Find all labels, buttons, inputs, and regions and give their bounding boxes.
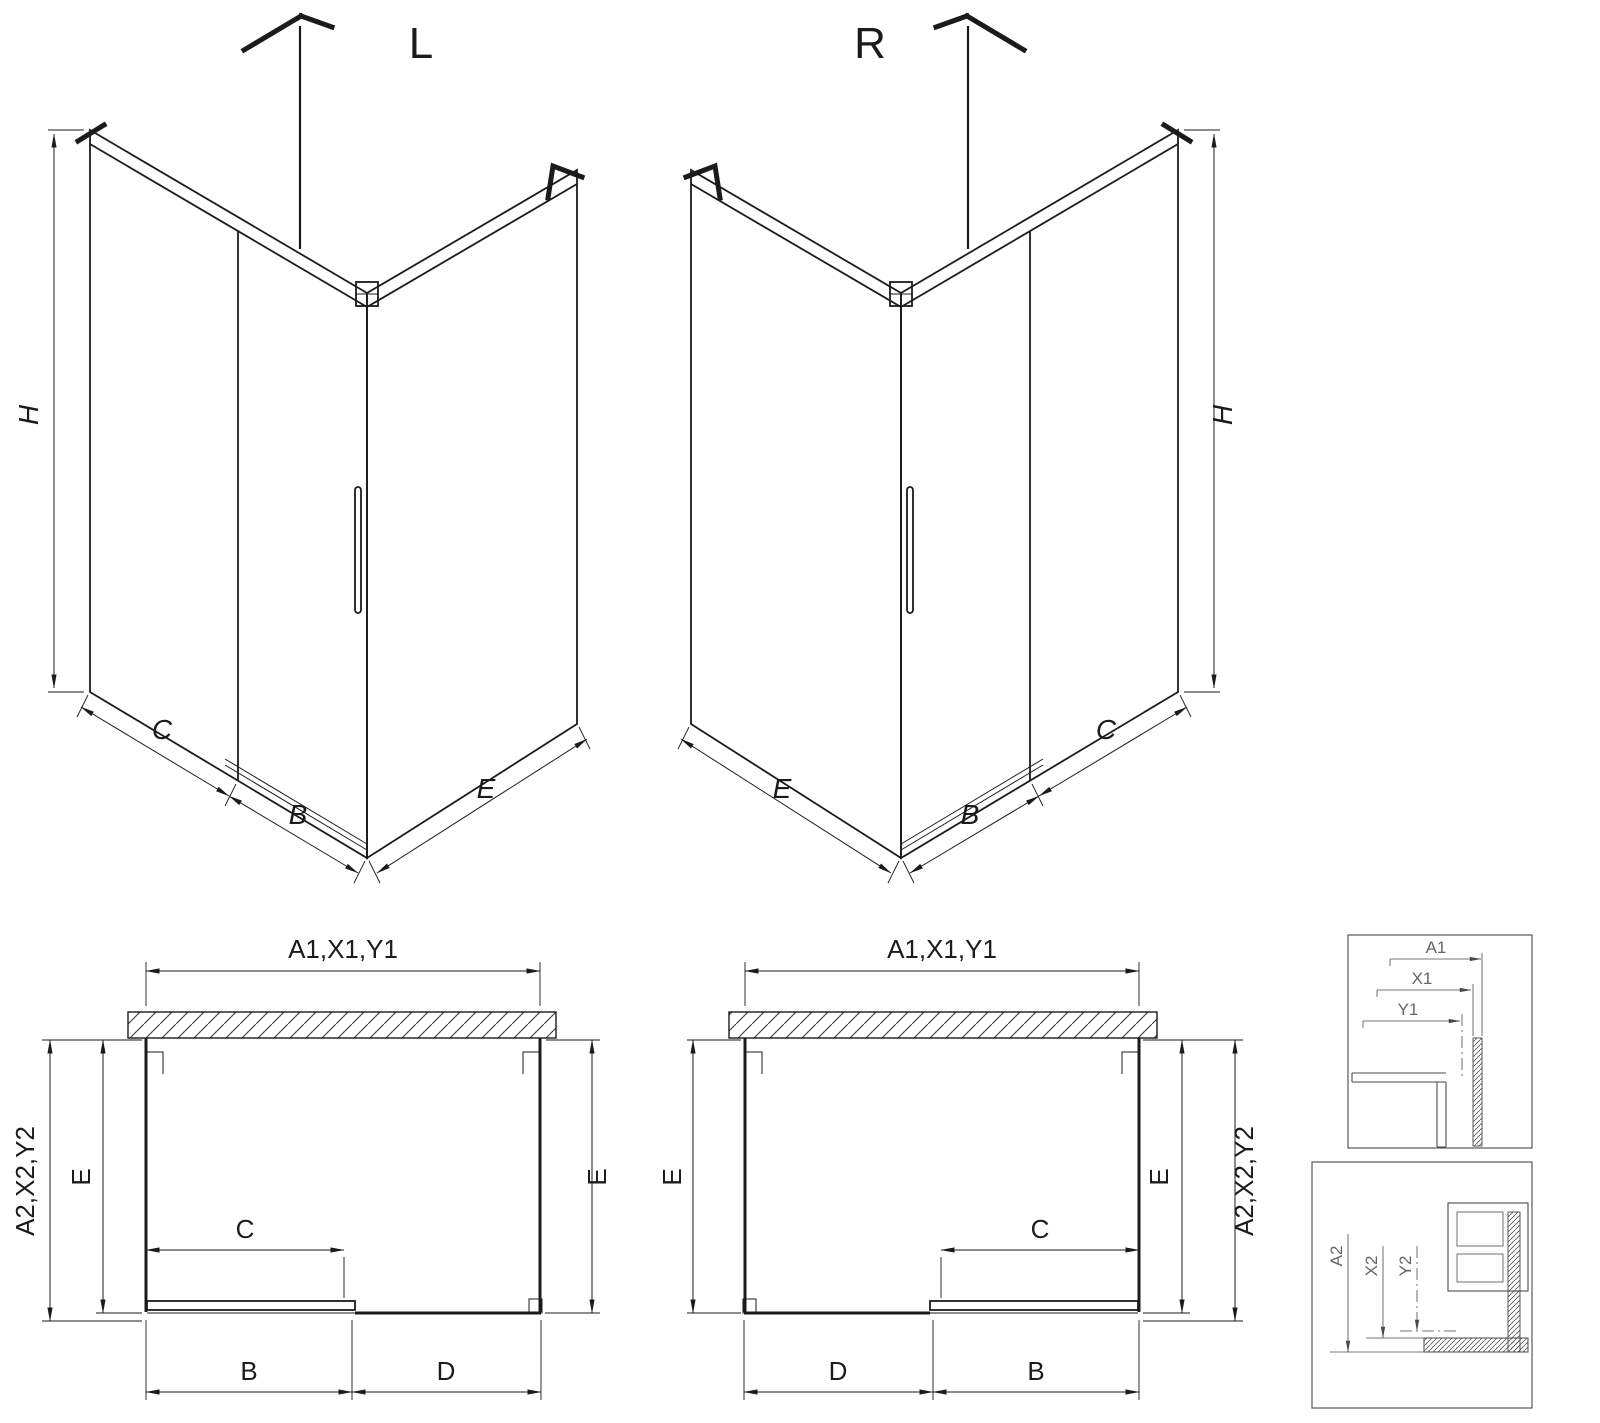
- dim-label-h: H: [1207, 404, 1238, 425]
- wall-bracket-right: [545, 162, 586, 201]
- plan-view-right: A1,X1,Y1 E E A2,X2,Y2 C D B: [657, 934, 1259, 1400]
- front-glass-panel: [89, 128, 368, 860]
- wall-profile-bracket: [745, 1051, 763, 1074]
- wall-bracket-left: [74, 121, 108, 145]
- plan-view-left: A1,X1,Y1 E A2,X2,Y2 E C B D: [10, 934, 612, 1400]
- front-top-rail: [900, 143, 1179, 308]
- iso-view-left: L H C B: [13, 12, 591, 884]
- dim-label-c: C: [1031, 1214, 1050, 1244]
- extension-line: [677, 726, 690, 750]
- dim-line-b: [909, 795, 1040, 874]
- detail-box: [1311, 1161, 1533, 1409]
- front-top-rail: [89, 143, 368, 308]
- dim-label-h: H: [13, 404, 44, 425]
- side-glass-panel: [690, 168, 902, 860]
- sliding-door-plan: [146, 1300, 356, 1311]
- dim-label-b: B: [240, 1356, 257, 1386]
- wall-profile-section: [1351, 1072, 1447, 1148]
- dim-label-c: C: [1096, 714, 1117, 745]
- dim-line-c: [80, 706, 230, 797]
- detail-box: [1347, 934, 1533, 1149]
- dim-label-d: D: [829, 1356, 848, 1386]
- detail-label-y1: Y1: [1398, 1000, 1419, 1019]
- extension-line: [76, 694, 89, 718]
- variant-title-right: R: [854, 19, 886, 68]
- extension-line: [902, 860, 915, 884]
- dim-label-b: B: [289, 799, 308, 830]
- dim-label-c: C: [152, 714, 173, 745]
- dim-label-depth-outer: A2,X2,Y2: [1229, 1126, 1259, 1236]
- profile-inner: [1456, 1211, 1504, 1247]
- variant-title-left: L: [409, 19, 433, 68]
- wall-section-hatched: [127, 1011, 557, 1039]
- side-glass-panel: [366, 168, 578, 860]
- dim-label-d: D: [437, 1356, 456, 1386]
- corner-profile: [742, 1298, 757, 1314]
- wall-profile-bracket: [146, 1051, 164, 1074]
- extension-line: [887, 860, 900, 884]
- extension-line: [224, 783, 237, 807]
- dim-label-e-left: E: [657, 1168, 687, 1185]
- detail-label-x1: X1: [1412, 969, 1433, 988]
- detail-label-x2: X2: [1362, 1256, 1381, 1277]
- extension-line: [368, 860, 381, 884]
- side-top-rail: [690, 183, 902, 308]
- detail-view-top: A1 X1 Y1: [1347, 934, 1533, 1149]
- dim-label-e-right: E: [1144, 1168, 1174, 1185]
- ceiling-bracket: [932, 12, 971, 31]
- dim-line-e: [376, 738, 588, 874]
- dim-line-c: [1038, 706, 1188, 797]
- extension-line: [578, 726, 591, 750]
- profile-outer: [1447, 1202, 1529, 1292]
- sliding-door-plan: [929, 1300, 1139, 1311]
- dim-line-b: [228, 795, 359, 874]
- glass-section: [1507, 1211, 1521, 1353]
- detail-view-bottom: A2 X2 Y2: [1311, 1161, 1533, 1409]
- wall-profile-bracket: [1121, 1051, 1139, 1074]
- dim-label-b: B: [961, 799, 980, 830]
- ceiling-bracket: [240, 12, 305, 54]
- dim-label-e-left: E: [66, 1168, 96, 1185]
- corner-profile: [528, 1298, 543, 1314]
- wall-bracket-left: [682, 162, 723, 201]
- wall-bracket-right: [1160, 121, 1194, 145]
- floor-track-section: [1423, 1337, 1529, 1353]
- dim-label-width: A1,X1,Y1: [288, 934, 398, 964]
- iso-view-right: R H C B E: [677, 12, 1238, 884]
- glass-section: [1472, 1037, 1483, 1147]
- ceiling-bracket: [297, 12, 336, 31]
- door-handle: [354, 486, 362, 614]
- detail-label-a1: A1: [1426, 938, 1447, 957]
- dim-label-width: A1,X1,Y1: [887, 934, 997, 964]
- dim-line-e: [680, 738, 892, 874]
- ceiling-bracket: [963, 12, 1028, 54]
- door-handle: [906, 486, 914, 614]
- profile-inner: [1456, 1253, 1504, 1283]
- dim-label-e: E: [773, 773, 792, 804]
- dim-label-c: C: [236, 1214, 255, 1244]
- wall-profile-bracket: [522, 1051, 540, 1074]
- extension-line: [353, 860, 366, 884]
- dim-label-e: E: [477, 773, 496, 804]
- detail-label-a2: A2: [1327, 1246, 1346, 1267]
- extension-line: [1179, 694, 1192, 718]
- dim-label-depth-outer: A2,X2,Y2: [10, 1126, 40, 1236]
- dim-label-b: B: [1027, 1356, 1044, 1386]
- detail-label-y2: Y2: [1396, 1256, 1415, 1277]
- extension-line: [1031, 783, 1044, 807]
- dim-label-e-right: E: [582, 1168, 612, 1185]
- wall-section-hatched: [728, 1011, 1158, 1039]
- front-glass-panel: [900, 128, 1179, 860]
- side-top-rail: [366, 183, 578, 308]
